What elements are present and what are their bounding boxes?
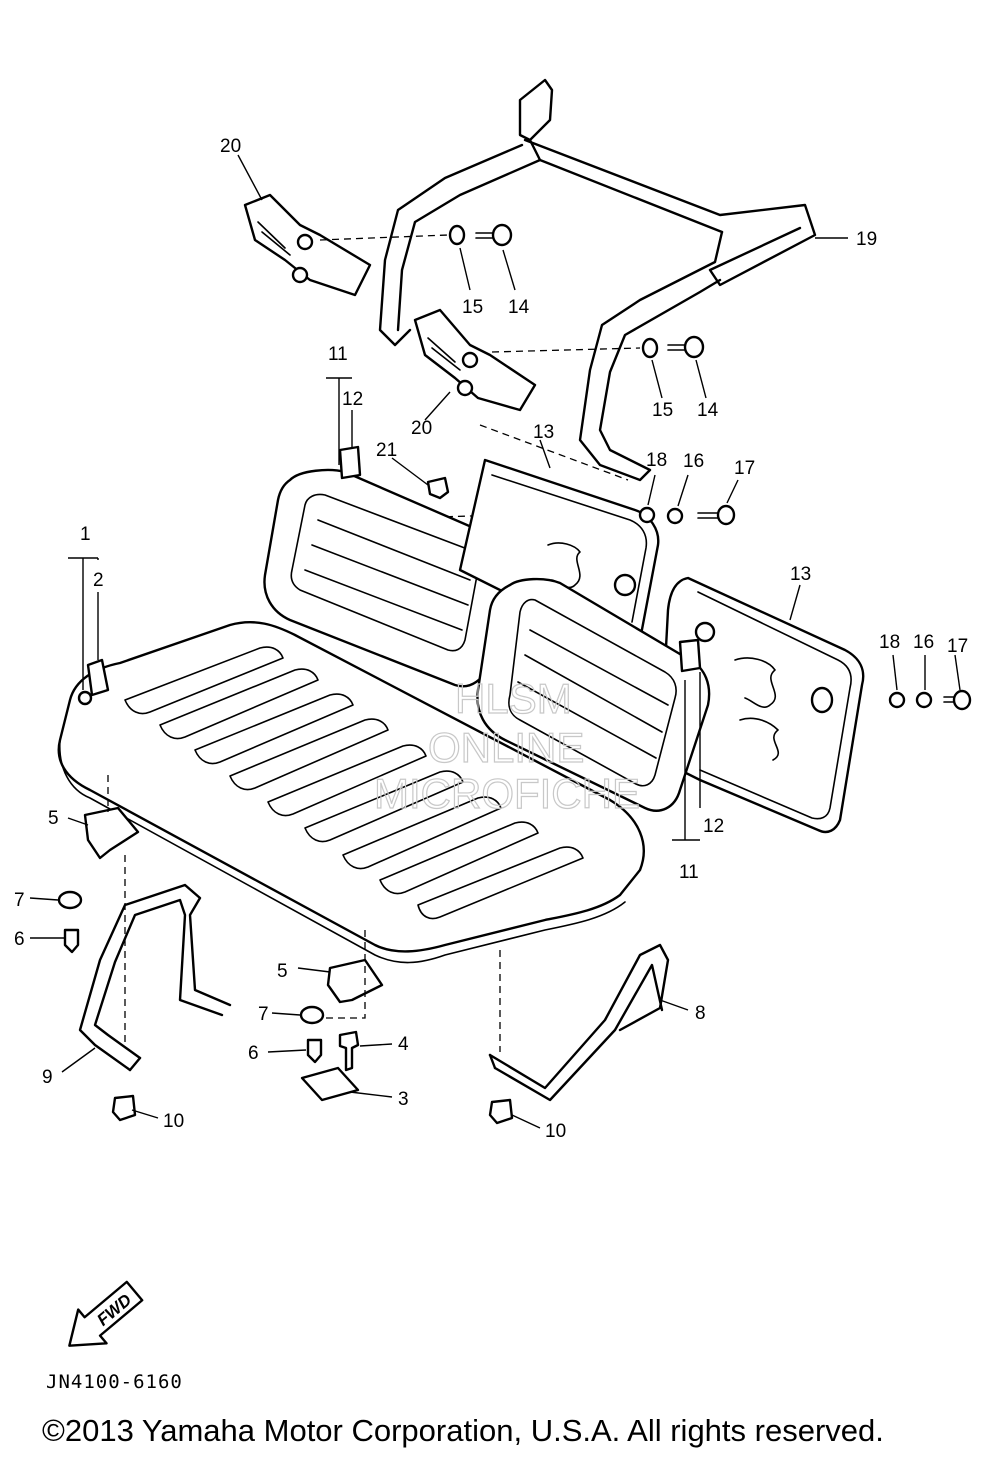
bolt-14-lower [641,335,705,359]
seat-frame-right [488,943,670,1102]
label-part: 2 [93,570,104,591]
label-part: 21 [376,440,397,461]
label-part: 12 [342,389,363,410]
label-part: 17 [734,458,755,479]
label-part: 4 [398,1034,409,1055]
watermark: HLSM ONLINE MICROFICHE [373,674,640,817]
backrest-right [476,577,711,812]
label-part: 18 [646,450,667,471]
grommet-7-left [57,890,83,910]
label-part: 20 [220,136,241,157]
label-part: 11 [328,344,348,365]
grommet-7-center [299,1005,325,1025]
label-part: 6 [248,1043,259,1064]
label-part: 16 [683,451,704,472]
screw-6-center [306,1038,323,1064]
leader-lines [29,154,961,1129]
screw-6-left [63,928,80,954]
fwd-arrow-icon: FWD [68,1280,144,1347]
label-part: 7 [258,1004,269,1025]
watermark-line-3: MICROFICHE [374,770,640,817]
label-part: 18 [879,632,900,653]
label-part: 6 [14,929,25,950]
label-part: 15 [652,400,673,421]
label-part: 12 [703,816,724,837]
screw-21 [426,476,450,500]
document-code: JN4100-6160 [46,1371,183,1393]
plate [300,1066,360,1102]
label-part: 3 [398,1089,409,1110]
bolt-4 [338,1030,360,1072]
label-part: 9 [42,1067,53,1088]
label-part: 13 [533,422,554,443]
label-part: 20 [411,418,432,439]
label-part: 13 [790,564,811,585]
cap-10-right [488,1098,514,1125]
label-part: 7 [14,890,25,911]
label-part: 5 [277,961,288,982]
bolt-14-upper [448,223,513,247]
label-part: 10 [163,1111,184,1132]
label-part: 5 [48,808,59,829]
label-part: 16 [913,632,934,653]
hinge-upper [243,193,372,297]
watermark-line-1: HLSM [455,675,572,722]
hinge-lower [413,308,537,412]
seat-frame-left [78,883,232,1072]
seat-cushion-pleats [124,646,584,920]
label-part: 19 [856,229,877,250]
copyright-notice: ©2013 Yamaha Motor Corporation, U.S.A. A… [42,1413,884,1448]
label-part: 15 [462,297,483,318]
label-part: 11 [679,862,699,883]
part-labels: 1 2 3 4 5 5 6 6 7 7 8 9 10 10 11 11 12 1… [14,136,968,1142]
seat-back-frame [378,78,817,482]
bracket-center [326,958,384,1004]
label-part: 10 [545,1121,566,1142]
label-part: 14 [697,400,719,421]
dash-center [315,930,366,1019]
label-part: 17 [947,636,968,657]
back-panel-right [658,576,865,834]
label-part: 8 [695,1003,706,1024]
seat-cushion [57,621,645,964]
label-part: 14 [508,297,530,318]
cap-10-left [111,1094,137,1122]
label-part: 1 [80,524,91,545]
watermark-line-2: ONLINE [428,724,584,771]
bracket-left [83,806,140,860]
